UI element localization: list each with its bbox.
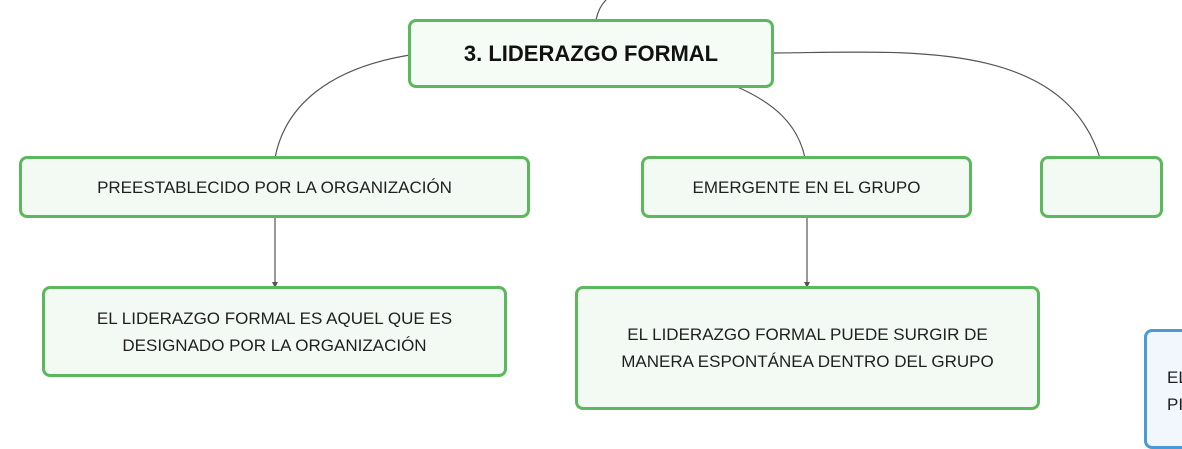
- child-node-preestablecido-text: EL LIDERAZGO FORMAL ES AQUEL QUE ES DESI…: [96, 308, 453, 355]
- root-node-label: 3. LIDERAZGO FORMAL: [463, 41, 719, 66]
- branch-node-emergente-label: EMERGENTE EN EL GRUPO: [692, 177, 921, 197]
- arrowhead-emergente-child: [804, 282, 810, 288]
- branch-node-preestablecido[interactable]: PREESTABLECIDO POR LA ORGANIZACIÓN: [19, 156, 530, 218]
- partial-node-offscreen-text: EL PI: [1167, 368, 1182, 414]
- child-node-emergente[interactable]: EL LIDERAZGO FORMAL PUEDE SURGIR DE MANE…: [575, 286, 1040, 410]
- connector-lines: [272, 0, 1101, 288]
- connector-root-to-empty-node: [771, 51, 1101, 159]
- branch-node-preestablecido-label: PREESTABLECIDO POR LA ORGANIZACIÓN: [97, 177, 452, 197]
- connector-root-to-preestablecido: [274, 54, 411, 159]
- partial-node-offscreen[interactable]: EL PI: [1144, 329, 1182, 449]
- connector-parent-to-root: [595, 0, 607, 21]
- branch-node-emergente[interactable]: EMERGENTE EN EL GRUPO: [641, 156, 972, 218]
- child-node-preestablecido[interactable]: EL LIDERAZGO FORMAL ES AQUEL QUE ES DESI…: [42, 286, 507, 377]
- branch-node-empty[interactable]: [1040, 156, 1163, 218]
- arrowhead-preestablecido-child: [272, 282, 278, 288]
- connector-root-to-emergente: [734, 85, 806, 159]
- child-node-emergente-text: EL LIDERAZGO FORMAL PUEDE SURGIR DE MANE…: [621, 325, 994, 371]
- root-node[interactable]: 3. LIDERAZGO FORMAL: [408, 19, 774, 88]
